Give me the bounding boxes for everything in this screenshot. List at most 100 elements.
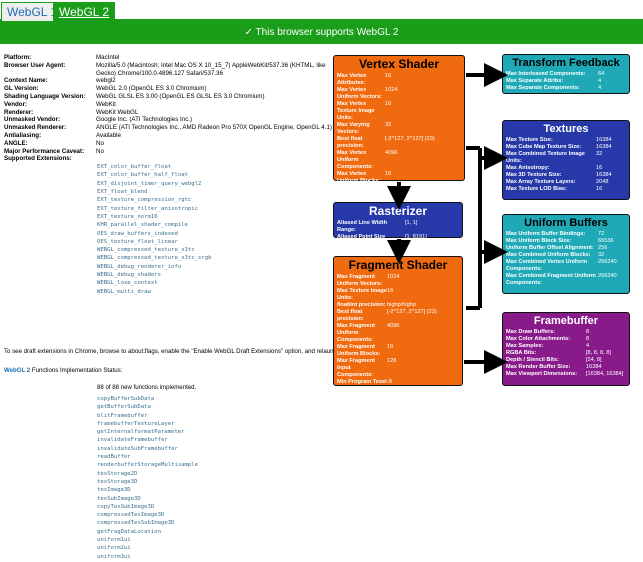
extension-item[interactable]: WEBGL_lose_context	[97, 280, 158, 287]
extension-item[interactable]: EXT_texture_filter_anisotropic	[97, 205, 199, 212]
tab-webgl1[interactable]: WebGL 1	[1, 2, 64, 21]
extension-item[interactable]: OES_texture_float_linear	[97, 238, 178, 245]
extension-item[interactable]: EXT_color_buffer_half_float	[97, 172, 188, 179]
stat-key: Max Fragment Uniform Blocks:	[337, 344, 381, 357]
uniform-row: Max Uniform Buffer Bindings:72	[503, 231, 629, 238]
stat-value: 64	[598, 71, 605, 77]
stat-key: Best float precision:	[337, 136, 364, 149]
extension-item[interactable]: EXT_disjoint_timer_query_webgl2	[97, 180, 202, 187]
stat-value: 16384	[596, 144, 612, 150]
extension-item[interactable]: EXT_texture_norm16	[97, 213, 158, 220]
info-row: Browser User Agent:Mozilla/5.0 (Macintos…	[4, 62, 334, 78]
stat-key: Max Texture LOD Bias:	[506, 186, 567, 192]
function-item[interactable]: texImage3D	[97, 487, 131, 494]
pipeline-arrows	[387, 63, 508, 374]
extension-item[interactable]: EXT_texture_compression_rgtc	[97, 197, 192, 204]
stat-key: Depth / Stencil Bits:	[506, 357, 559, 363]
info-row: Supported Extensions:	[4, 155, 334, 163]
extension-item[interactable]: EXT_color_buffer_float	[97, 164, 172, 171]
function-item[interactable]: renderbufferStorageMultisample	[97, 462, 199, 469]
function-item[interactable]: texSubImage3D	[97, 495, 141, 502]
stat-value: 8	[586, 329, 590, 335]
textures-row: Max Combined Texture Image Units:32	[503, 151, 629, 165]
textures-row: Max Anisotropy:16	[503, 165, 629, 172]
info-row: Antialiasing:Available	[4, 132, 334, 140]
function-item[interactable]: readBuffer	[97, 454, 131, 461]
function-item[interactable]: getInternalformatParameter	[97, 429, 185, 436]
uniform-row: Uniform Buffer Offset Alignment:256	[503, 245, 629, 252]
stat-key: Max Program Texel Offset:	[337, 393, 373, 406]
textures-row: Max Texture LOD Bias:16	[503, 186, 629, 193]
info-key: Shading Language Version:	[4, 92, 86, 100]
function-item[interactable]: invalidateFramebuffer	[97, 437, 168, 444]
extension-item[interactable]: WEBGL_debug_renderer_info	[97, 263, 182, 270]
function-item[interactable]: copyBufferSubData	[97, 396, 155, 402]
info-key: Renderer:	[4, 108, 34, 116]
function-item[interactable]: getBufferSubData	[97, 404, 151, 411]
vertex-row: Max Vertex Uniform Components:4096	[334, 150, 464, 171]
info-row: Context Name:webgl2	[4, 77, 334, 85]
stat-key: Max Vertex Uniform Blocks:	[337, 171, 381, 184]
tab-webgl2[interactable]: WebGL 2	[53, 2, 116, 21]
webgl2-link[interactable]: WebGL 2	[4, 367, 31, 374]
stat-key: RGBA Bits:	[506, 350, 537, 356]
fragment-row: Max Fragment Input Components:128	[334, 358, 462, 379]
function-item[interactable]: compressedTexImage3D	[97, 512, 165, 519]
stat-key: Max Vertex Uniform Components:	[337, 150, 374, 170]
extension-item[interactable]: WEBGL_multi_draw	[97, 288, 151, 295]
stat-key: Max Samples:	[506, 343, 544, 349]
function-item[interactable]: framebufferTextureLayer	[97, 420, 175, 427]
extension-item[interactable]: WEBGL_compressed_texture_s3tc_srgb	[97, 255, 212, 262]
function-item[interactable]: texStorage2D	[97, 470, 138, 477]
stat-key: Max Cube Map Texture Size:	[506, 144, 582, 150]
fragment-row: Max Fragment Uniform Components:4096	[334, 323, 462, 344]
stat-value: [1, 8191]	[405, 234, 427, 240]
function-item[interactable]: uniform1ui	[97, 537, 131, 544]
info-key: GL Version:	[4, 85, 39, 93]
stat-value: 266240	[598, 273, 617, 279]
function-item[interactable]: texStorage3D	[97, 478, 138, 485]
stat-value: 266240	[598, 259, 617, 265]
info-row: Unmasked Vendor:Google Inc. (ATI Technol…	[4, 116, 334, 124]
framebuffer-row: Max Color Attachments:8	[503, 336, 629, 343]
function-item[interactable]: invalidateSubFramebuffer	[97, 445, 178, 452]
stat-value: [-2^127, 2^127] (23)	[387, 309, 437, 315]
extension-item[interactable]: WEBGL_compressed_texture_s3tc	[97, 247, 195, 254]
fragment-row: Max Fragment Uniform Vectors:1024	[334, 274, 462, 288]
stat-value: [16384, 16384]	[586, 371, 624, 377]
function-item[interactable]: uniform3ui	[97, 553, 131, 560]
info-key: ANGLE:	[4, 139, 28, 147]
function-item[interactable]: blitFramebuffer	[97, 412, 148, 419]
stat-value: 1024	[385, 87, 398, 93]
stat-key: Max Combined Uniform Blocks:	[506, 252, 591, 258]
stat-value: 256	[598, 245, 608, 251]
vertex-title: Vertex Shader	[358, 57, 440, 71]
stat-value: 7	[387, 393, 391, 399]
framebuffer-row: Max Samples:4	[503, 343, 629, 350]
stat-value: 16384	[586, 364, 602, 370]
stat-value: 16	[385, 101, 392, 107]
impl-status: 88 of 88 new functions implemented.	[97, 384, 197, 391]
extension-item[interactable]: WEBGL_debug_shaders	[97, 272, 161, 279]
function-item[interactable]: getFragDataLocation	[97, 528, 161, 535]
uniform-title: Uniform Buffers	[524, 217, 608, 229]
function-item[interactable]: copyTexSubImage3D	[97, 503, 155, 510]
info-value: MacIntel	[96, 54, 120, 61]
framebuffer-row: Max Viewport Dimensions:[16384, 16384]	[503, 371, 629, 378]
stat-key: Max Combined Fragment Uniform Components…	[506, 273, 596, 286]
stat-key: float/int precision:	[337, 302, 386, 308]
stat-key: Min Program Texel Offset:	[337, 379, 387, 392]
info-value: WebGL 2.0 (OpenGL ES 3.0 Chromium)	[96, 85, 207, 93]
stat-value: -8	[387, 379, 392, 385]
function-item[interactable]: uniform2ui	[97, 545, 131, 552]
info-key: Antialiasing:	[4, 131, 42, 139]
function-item[interactable]: compressedTexSubImage3D	[97, 520, 175, 527]
extension-item[interactable]: KHR_parallel_shader_compile	[97, 222, 188, 229]
stat-value: 16	[596, 165, 603, 171]
extension-item[interactable]: OES_draw_buffers_indexed	[97, 230, 178, 237]
extension-item[interactable]: EXT_float_blend	[97, 189, 148, 196]
info-value: Mozilla/5.0 (Macintosh; Intel Mac OS X 1…	[96, 61, 326, 77]
